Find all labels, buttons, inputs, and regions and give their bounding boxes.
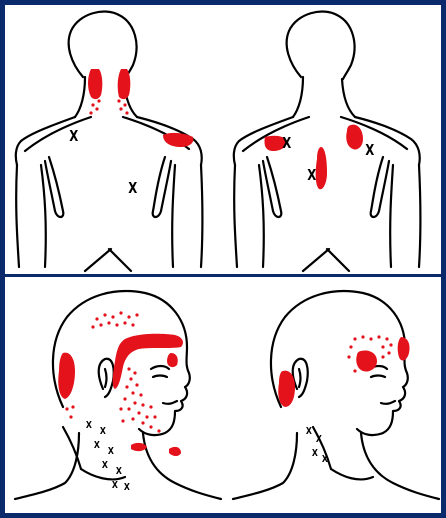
trigger-point-mark: X xyxy=(307,168,316,183)
trigger-point-mark: X xyxy=(316,435,322,445)
trigger-point-mark: X xyxy=(112,481,118,491)
back-view-left-panel: X X xyxy=(5,5,223,274)
trigger-point-mark: X xyxy=(69,129,78,144)
trigger-point-mark: X xyxy=(86,421,92,431)
head-figure-right xyxy=(223,277,441,513)
trigger-point-mark: X xyxy=(108,447,114,457)
back-view-right-panel: X X X xyxy=(223,5,441,274)
head-view-left-panel: X X X X X X X X xyxy=(5,277,223,513)
trigger-point-mark: X xyxy=(312,449,318,459)
trigger-point-mark: X xyxy=(128,181,137,196)
head-figure-left xyxy=(5,277,223,513)
head-view-right-panel: X X X X xyxy=(223,277,441,513)
trigger-point-mark: X xyxy=(116,467,122,477)
back-figure-right xyxy=(223,5,441,274)
trigger-point-mark: X xyxy=(94,441,100,451)
back-figure-left xyxy=(5,5,223,274)
trigger-point-mark: X xyxy=(100,427,106,437)
trigger-point-mark: X xyxy=(322,455,328,465)
trigger-point-mark: X xyxy=(365,143,374,158)
trigger-point-mark: X xyxy=(306,427,312,437)
trigger-point-mark: X xyxy=(124,483,130,493)
trigger-point-mark: X xyxy=(282,136,291,151)
trigger-point-mark: X xyxy=(102,461,108,471)
